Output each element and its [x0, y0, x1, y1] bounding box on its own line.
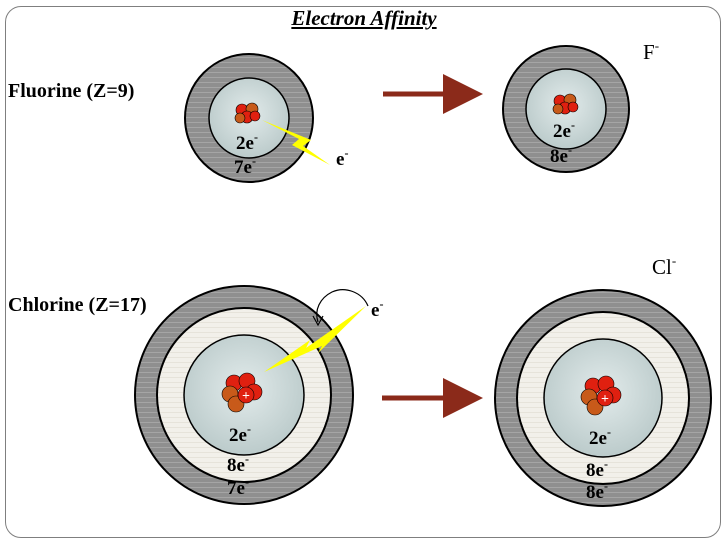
electron-path-arrowhead — [312, 315, 324, 327]
shell-count-8e: 8e- — [227, 452, 249, 476]
fluoride-ion-symbol: F- — [643, 38, 659, 64]
lightning-icon — [264, 306, 366, 372]
shell-count-8e: 8e- — [586, 479, 608, 503]
fluorine-label: Fluorine (Z=9) — [8, 80, 135, 102]
chloride-ion-symbol: Cl- — [652, 253, 676, 279]
shell-count-8e: 8e- — [550, 143, 572, 167]
chloride-ion: + 2e- 8e- 8e- — [494, 289, 712, 507]
fluoride-ion: 2e- 8e- — [502, 45, 630, 173]
lightning-icon — [262, 120, 330, 165]
chlorine-atom: + 2e- 8e- 7e- — [134, 285, 366, 505]
shell-count-2e: 2e- — [589, 425, 611, 449]
shell-count-8e: 8e- — [586, 457, 608, 481]
page-title: Electron Affinity — [291, 6, 437, 30]
chlorine-added-electron: e- — [371, 297, 383, 321]
fluorine-added-electron: e- — [336, 146, 348, 170]
electron-path-arrow — [316, 289, 369, 323]
nucleus — [552, 93, 579, 115]
shell-count-2e: 2e- — [553, 118, 575, 142]
nucleus: + — [221, 372, 263, 413]
nucleus-plus: + — [601, 392, 609, 407]
nucleus: + — [580, 375, 622, 416]
shell-count-2e: 2e- — [229, 422, 251, 446]
nucleus-plus: + — [242, 389, 250, 404]
shell-count-2e: 2e- — [236, 130, 258, 154]
chlorine-label: Chlorine (Z=17) — [8, 294, 147, 316]
fluorine-atom: 2e- 7e- — [184, 53, 330, 183]
shell-count-7e: 7e- — [227, 475, 249, 499]
slide-frame — [5, 6, 721, 538]
shell-count-7e: 7e- — [234, 154, 256, 178]
nucleus — [234, 102, 261, 124]
